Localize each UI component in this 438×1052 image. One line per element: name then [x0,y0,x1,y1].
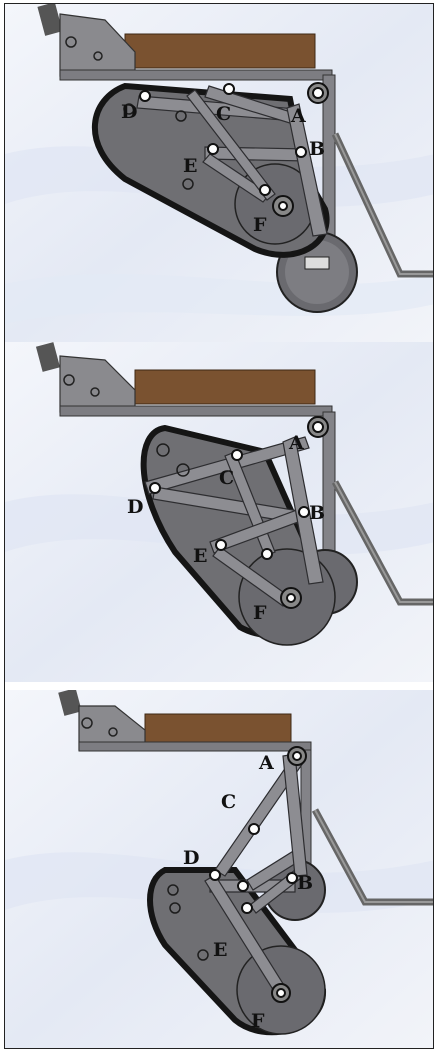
wooden-seat [144,713,292,745]
label-a: A [290,105,306,127]
label-d: D [183,847,199,869]
frame-rail [59,69,333,81]
panel-1: A B C D E F [5,4,433,344]
label-c: C [216,103,231,125]
label-b: B [297,872,313,894]
mechanism-diagram-3: A B C D E F [5,690,433,1048]
label-c: C [221,791,236,813]
label-e: E [183,155,197,177]
label-d: D [121,101,137,123]
mechanism-diagram-1: A B C D E F [5,4,433,344]
label-b: B [309,502,325,524]
wooden-seat [124,33,316,69]
seat-bracket [59,13,136,77]
label-f: F [251,1010,265,1032]
mechanism-diagram-2: A B C D E F [5,342,433,682]
frame-rail [59,405,333,417]
seat-bracket [59,355,136,413]
figure-frame: A B C D E F [4,3,434,1049]
frame-rail [78,741,312,752]
label-e: E [213,939,227,961]
label-a: A [258,752,274,774]
label-a: A [288,432,304,454]
wooden-seat [134,369,316,405]
label-c: C [219,467,234,489]
label-d: D [127,496,143,518]
panel-3: A B C D E F [5,690,433,1048]
panel-2: A B C D E F [5,342,433,682]
label-f: F [253,214,267,236]
label-b: B [309,138,325,160]
label-f: F [253,602,267,624]
label-e: E [193,545,207,567]
